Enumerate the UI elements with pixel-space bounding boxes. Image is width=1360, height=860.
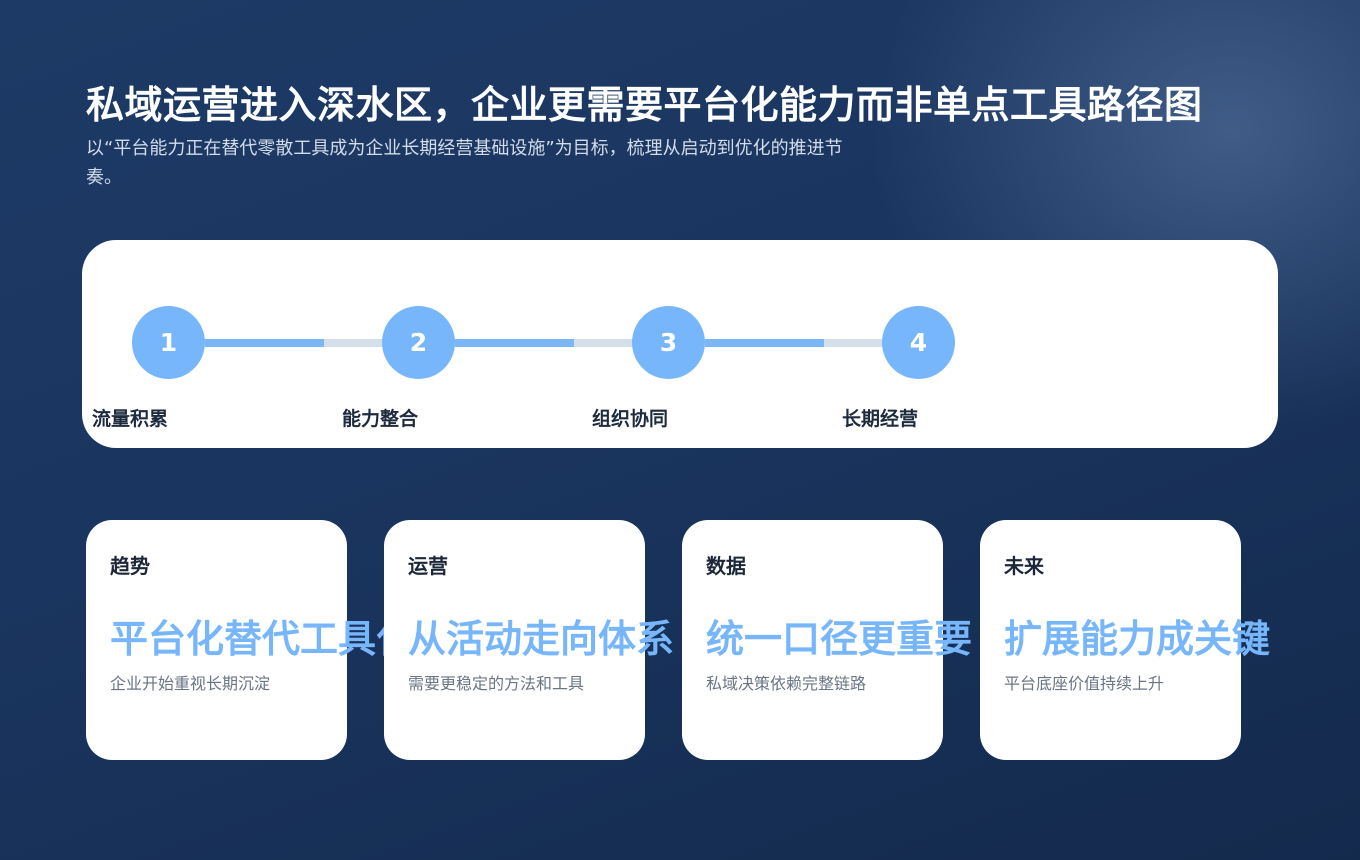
timeline-connector (705, 339, 885, 347)
insight-card-data: 数据 统一口径更重要 私域决策依赖完整链路 (682, 520, 972, 760)
card-headline: 统一口径更重要 (706, 617, 973, 661)
page-subtitle: 以“平台能力正在替代零散工具成为企业长期经营基础设施”为目标，梳理从启动到优化的… (86, 138, 843, 188)
timeline-connector (455, 339, 635, 347)
card-description: 平台底座价值持续上升 (1004, 674, 1165, 693)
card-description: 企业开始重视长期沉淀 (110, 674, 271, 693)
insight-card-future: 未来 扩展能力成关键 平台底座价值持续上升 (980, 520, 1270, 760)
timeline-connector (205, 339, 385, 347)
page-title: 私域运营进入深水区，企业更需要平台化能力而非单点工具路径图 (86, 83, 1203, 127)
card-tag: 趋势 (110, 554, 150, 578)
card-headline: 扩展能力成关键 (1004, 617, 1271, 661)
insight-card-operations: 运营 从活动走向体系 需要更稳定的方法和工具 (384, 520, 674, 760)
card-headline: 平台化替代工具化 (110, 617, 387, 661)
card-description: 私域决策依赖完整链路 (706, 674, 867, 693)
step-2-label: 能力整合 (342, 408, 419, 430)
insight-card-trend: 趋势 平台化替代工具化 企业开始重视长期沉淀 (86, 520, 387, 760)
card-tag: 数据 (706, 554, 746, 578)
step-2-marker: 2 (382, 306, 455, 379)
roadmap-timeline: 1 流量积累 2 能力整合 3 组织协同 4 长期经营 (82, 240, 1278, 448)
card-description: 需要更稳定的方法和工具 (408, 674, 585, 693)
step-1-label: 流量积累 (92, 408, 169, 430)
step-4-label: 长期经营 (842, 408, 919, 430)
step-3-marker: 3 (632, 306, 705, 379)
card-tag: 运营 (408, 554, 448, 578)
step-4-marker: 4 (882, 306, 955, 379)
card-headline: 从活动走向体系 (408, 617, 675, 661)
step-3-label: 组织协同 (592, 408, 669, 430)
card-tag: 未来 (1004, 554, 1044, 578)
step-1-marker: 1 (132, 306, 205, 379)
